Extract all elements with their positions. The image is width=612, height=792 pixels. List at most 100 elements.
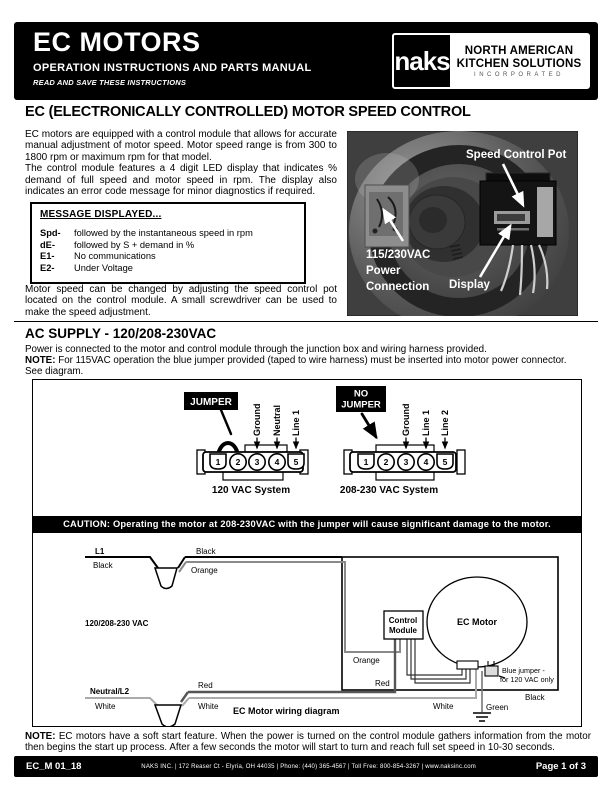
pin-number: 5 <box>443 457 448 467</box>
display-arrow-icon <box>478 223 512 278</box>
pin-number: 4 <box>275 457 280 467</box>
white-wire <box>181 697 190 707</box>
red-wire <box>180 691 189 703</box>
connector-120vac: JUMPER 1 2 3 4 5 <box>184 392 309 496</box>
power-connection-label-1: 115/230VAC <box>366 249 430 261</box>
message-item: E2- Under Voltage <box>40 263 296 275</box>
control-module-label-2: Module <box>389 626 418 635</box>
message-code: E1- <box>40 251 55 261</box>
red-wire <box>188 639 397 694</box>
soft-start-note: NOTE: EC motors have a soft start featur… <box>25 731 591 753</box>
message-desc: No communications <box>74 251 156 261</box>
wire-nut-icon <box>153 567 178 590</box>
ec-motor-label: EC Motor <box>457 617 497 627</box>
message-code: E2- <box>40 262 55 273</box>
blue-jumper-note-1: Blue jumper - <box>502 666 545 675</box>
naks-logo: naks NORTH AMERICAN KITCHEN SOLUTIONS IN… <box>392 33 590 89</box>
logo-name-line1: NORTH AMERICAN <box>464 44 574 57</box>
jumper-note-arrow-icon <box>498 675 506 679</box>
wire-label-black: Black <box>196 547 217 556</box>
display-label: Display <box>449 279 491 291</box>
pin-2 <box>376 453 395 472</box>
speed-control-pot-label: Speed Control Pot <box>466 149 566 161</box>
message-desc: followed by the instantaneous speed in r… <box>74 228 253 238</box>
jumper-tag <box>184 392 238 410</box>
ac-supply-paragraph: Power is connected to the motor and cont… <box>25 344 487 355</box>
pin-4 <box>416 453 435 472</box>
orange-wire <box>178 561 187 573</box>
speed-control-heading: EC (ELECTRONICALLY CONTROLLED) MOTOR SPE… <box>25 104 471 120</box>
supply-label: 120/208-230 VAC <box>85 619 149 628</box>
pin-4 <box>268 453 287 472</box>
intro-paragraphs: EC motors are equipped with a control mo… <box>25 129 337 197</box>
wire-label-white: White <box>198 702 219 711</box>
message-item: dE- followed by S + demand in % <box>40 240 296 252</box>
neutral-l2-label: Neutral/L2 <box>90 687 130 696</box>
message-item: E1- No communications <box>40 251 296 263</box>
pin-3 <box>396 453 415 472</box>
no-jumper-tag-line2: JUMPER <box>341 400 381 411</box>
control-module-label-1: Control <box>389 616 417 625</box>
intro-paragraph-1: EC motors are equipped with a control mo… <box>25 129 337 163</box>
pin-number: 3 <box>404 457 409 467</box>
doc-code: EC_M 01_18 <box>26 761 82 772</box>
control-module <box>479 172 557 296</box>
ac-supply-text: Power is connected to the motor and cont… <box>25 344 591 377</box>
module-wires <box>499 244 549 296</box>
pin-wire-label: Line 1 <box>421 410 431 436</box>
connector-caption: 120 VAC System <box>212 485 290 496</box>
power-connection-label-3: Connection <box>366 281 429 293</box>
pin-number: 2 <box>236 457 241 467</box>
logo-name: NORTH AMERICAN KITCHEN SOLUTIONS INCORPO… <box>450 35 588 87</box>
motor-vents <box>449 244 464 260</box>
wire-nut-icon <box>153 704 183 726</box>
ac-note-text: For 115VAC operation the blue jumper pro… <box>58 355 567 366</box>
intro-paragraph-2: The control module features a 4 digit LE… <box>25 163 337 198</box>
wire-label-black: Black <box>93 561 114 570</box>
pin-5 <box>287 453 305 470</box>
pin-wire-label: Ground <box>252 404 262 437</box>
footer-bar: EC_M 01_18 NAKS INC. | 172 Reaser Ct - E… <box>14 756 598 777</box>
message-desc: followed by S + demand in % <box>74 239 195 250</box>
message-code: dE- <box>40 239 55 250</box>
motor-connector <box>456 660 479 670</box>
page-number: Page 1 of 3 <box>535 761 586 772</box>
caution-bar: CAUTION: Operating the motor at 208-230V… <box>33 516 581 533</box>
wire-label-red: Red <box>198 681 213 690</box>
message-item: Spd- followed by the instantaneous speed… <box>40 228 296 240</box>
pin-number: 3 <box>255 457 260 467</box>
logo-acronym: naks <box>394 45 450 76</box>
no-jumper-tag-line1: NO <box>354 389 368 400</box>
doc-subtitle: OPERATION INSTRUCTIONS AND PARTS MANUAL <box>33 62 312 74</box>
wire-label-black: Black <box>525 693 546 702</box>
logo-name-line3: INCORPORATED <box>474 71 564 78</box>
note-text: EC motors have a soft start feature. Whe… <box>25 731 591 754</box>
blue-jumper-note-2: for 120 VAC only <box>500 675 554 684</box>
connector-caption: 208-230 VAC System <box>340 485 438 496</box>
module-wire-bundle <box>406 639 471 684</box>
pin-number: 2 <box>384 457 389 467</box>
pin-wire-label: Line 2 <box>440 410 450 436</box>
footer-contact: NAKS INC. | 172 Reaser Ct - Elyria, OH 4… <box>141 763 476 770</box>
doc-tagline: READ AND SAVE THESE INSTRUCTIONS <box>33 78 187 87</box>
pin-wire-label: Ground <box>401 404 411 437</box>
pin-1 <box>209 453 227 470</box>
wiring-diagram: L1 Black Black Orange 120/208-230 VAC Ne… <box>85 547 559 726</box>
message-box-title: MESSAGE DISPLAYED... <box>40 209 162 220</box>
pin-5 <box>436 453 454 470</box>
speed-adjust-paragraph: Motor speed can be changed by adjusting … <box>25 284 337 318</box>
pin-wire-label: Line 1 <box>291 410 301 436</box>
power-connection-label-2: Power <box>366 265 401 277</box>
pot-arrow-icon <box>501 163 525 208</box>
header-bar: EC MOTORS OPERATION INSTRUCTIONS AND PAR… <box>14 22 598 100</box>
pin-2 <box>229 453 248 472</box>
pin-3 <box>248 453 267 472</box>
diagram-box: JUMPER 1 2 3 4 5 <box>32 379 582 727</box>
logo-name-line2: KITCHEN SOLUTIONS <box>456 57 582 70</box>
message-desc: Under Voltage <box>74 262 133 273</box>
section-divider <box>14 321 598 322</box>
doc-title: EC MOTORS <box>33 27 201 57</box>
pin-number: 5 <box>294 457 299 467</box>
no-jumper-tag <box>336 386 386 412</box>
